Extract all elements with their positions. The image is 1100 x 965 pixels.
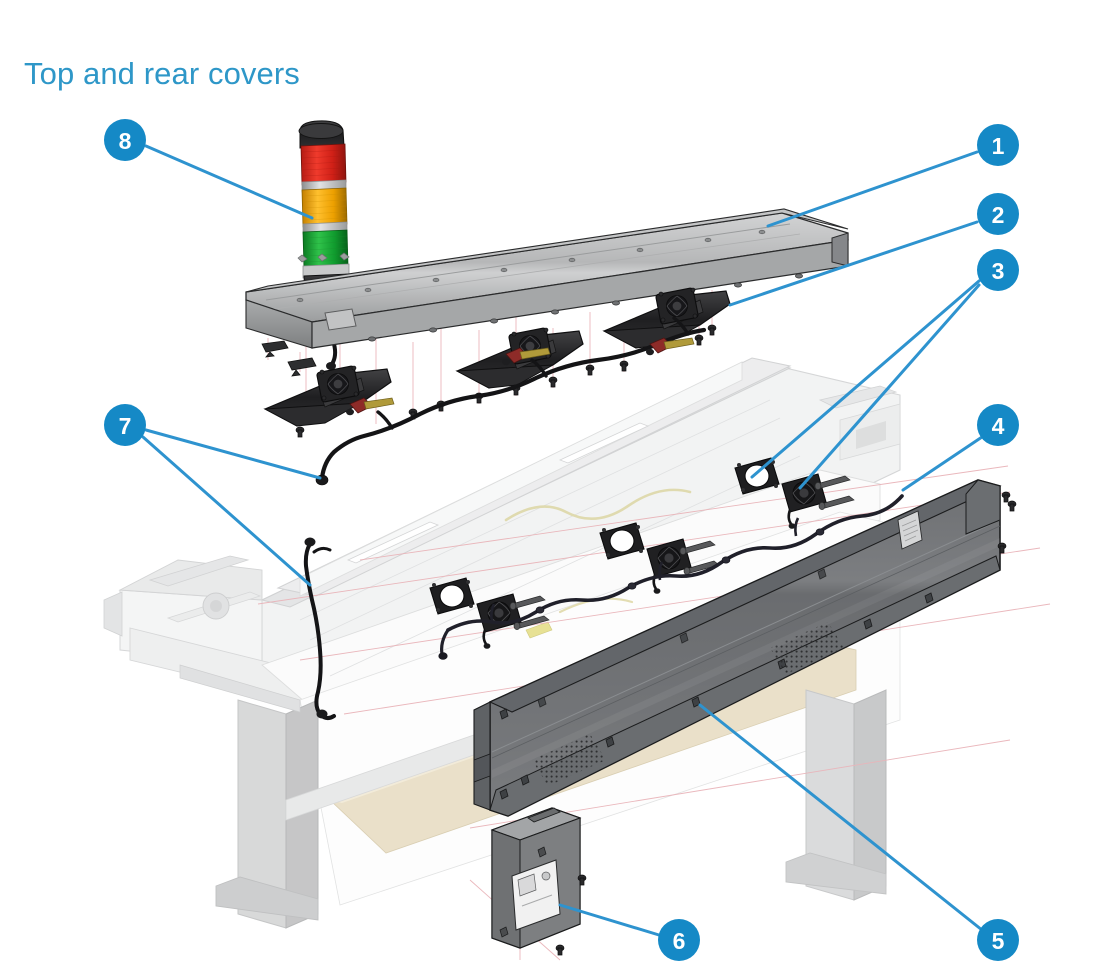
leader-line-8-1 bbox=[144, 144, 314, 220]
callout-circle bbox=[658, 919, 700, 961]
callout-number: 3 bbox=[992, 258, 1005, 284]
harness-connector-2 bbox=[502, 347, 551, 366]
callout-leader-lines bbox=[141, 144, 984, 937]
callout-circle bbox=[977, 124, 1019, 166]
rear-cover-label bbox=[897, 510, 923, 550]
leader-line-7-2 bbox=[141, 435, 312, 587]
callout-3-fan-and-shroud[interactable]: 3 bbox=[977, 249, 1019, 291]
rear-cover-vent-left bbox=[532, 734, 606, 786]
callout-number: 8 bbox=[119, 128, 132, 154]
callout-circle bbox=[104, 119, 146, 161]
chassis-fan-2 bbox=[646, 538, 692, 594]
callout-7-harness-cable-ends[interactable]: 7 bbox=[104, 404, 146, 446]
fan-shroud-2 bbox=[599, 522, 645, 560]
fan-duct-left bbox=[263, 365, 392, 427]
fan-wiring-harness-upper bbox=[315, 316, 707, 486]
callout-5-rear-cover[interactable]: 5 bbox=[977, 919, 1019, 961]
leader-line-7-1 bbox=[144, 428, 322, 480]
page-title: Top and rear covers bbox=[24, 56, 300, 91]
chassis-fan-group bbox=[429, 457, 855, 649]
callout-circle bbox=[977, 193, 1019, 235]
callout-2-fan-duct-assembly[interactable]: 2 bbox=[977, 193, 1019, 235]
callout-6-power-inlet-bracket[interactable]: 6 bbox=[658, 919, 700, 961]
callout-number: 6 bbox=[673, 928, 686, 954]
fan-duct-right bbox=[602, 287, 731, 349]
callout-circle bbox=[977, 249, 1019, 291]
callout-circle bbox=[104, 404, 146, 446]
power-inlet-bracket bbox=[490, 807, 587, 956]
fan-shroud-1 bbox=[429, 577, 475, 615]
leader-line-2-1 bbox=[728, 220, 979, 307]
leader-line-1-1 bbox=[766, 150, 979, 228]
callout-8-status-beacon-light[interactable]: 8 bbox=[104, 119, 146, 161]
harness-connector-1 bbox=[346, 397, 395, 416]
callout-number: 1 bbox=[992, 133, 1005, 159]
rear-cover-vent-right bbox=[770, 622, 844, 674]
leader-line-6-1 bbox=[558, 903, 661, 937]
leader-line-5-1 bbox=[698, 703, 984, 932]
callout-circle bbox=[977, 919, 1019, 961]
callout-number: 7 bbox=[119, 413, 132, 439]
fan-shroud-3 bbox=[734, 457, 780, 495]
fan-screws-3 bbox=[814, 475, 855, 510]
callout-number: 2 bbox=[992, 202, 1005, 228]
harness-connector-3 bbox=[646, 337, 695, 356]
callout-number: 5 bbox=[992, 928, 1005, 954]
fan-screws-2 bbox=[679, 540, 720, 575]
leader-line-3-2 bbox=[798, 283, 981, 490]
callout-1-top-cover[interactable]: 1 bbox=[977, 124, 1019, 166]
callout-number: 4 bbox=[992, 413, 1005, 439]
leader-line-3-1 bbox=[750, 279, 981, 479]
leader-line-4-1 bbox=[901, 435, 984, 492]
callout-circle bbox=[977, 404, 1019, 446]
rear-cover-screws bbox=[997, 491, 1017, 554]
top-cover-panel bbox=[245, 208, 849, 377]
chassis-cable-left bbox=[303, 537, 336, 721]
callout-markers: 1 2 3 4 5 6 7 8 bbox=[104, 119, 1019, 961]
callout-4-cable-grommet[interactable]: 4 bbox=[977, 404, 1019, 446]
chassis-fan-3 bbox=[781, 473, 827, 529]
rear-cover-panel bbox=[473, 479, 1002, 817]
fan-wiring-harness-lower bbox=[438, 494, 904, 660]
